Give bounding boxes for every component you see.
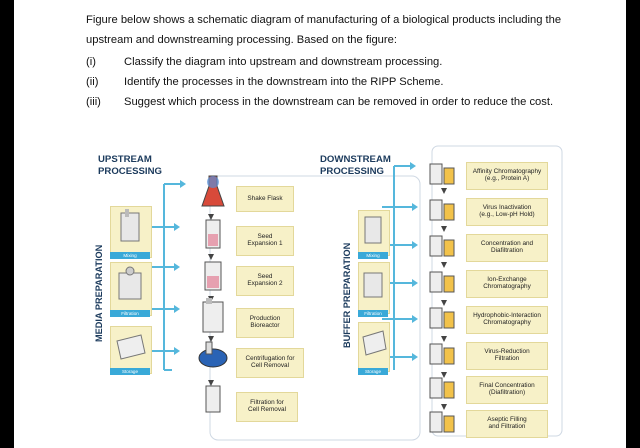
step-label-line1: Virus Inactivation xyxy=(482,204,532,211)
step-label-line2: Cell Removal xyxy=(247,406,286,413)
step-label-line2: (e.g., Protein A) xyxy=(484,175,530,182)
upstream-title-line1: UPSTREAM xyxy=(98,154,152,165)
step-label-line1: Filtration for xyxy=(250,399,284,406)
storage-bag-icon xyxy=(362,330,387,356)
step-label-line1: Hydrophobic-Interaction xyxy=(473,312,541,319)
downstream-title: DOWNSTREAM PROCESSING xyxy=(320,154,391,178)
upstream-mixing-panel xyxy=(110,206,152,258)
document-page: Figure below shows a schematic diagram o… xyxy=(14,0,626,448)
right-black-border xyxy=(626,0,640,448)
upstream-filtration-tag: Filtration xyxy=(110,310,150,317)
upstream-filtration-panel xyxy=(110,262,152,316)
downstream-equipment-icon xyxy=(426,268,460,298)
step-label-line1: Production xyxy=(249,315,281,322)
centrifuge-icon xyxy=(196,336,230,376)
question-intro: Figure below shows a schematic diagram o… xyxy=(86,14,562,46)
filtration-unit-icon xyxy=(363,272,383,298)
step-label-line1: Centrifugation for xyxy=(245,355,295,362)
buffer-preparation-label: BUFFER PREPARATION xyxy=(342,242,352,348)
step-label-line2: Bioreactor xyxy=(250,322,280,329)
media-preparation-label: MEDIA PREPARATION xyxy=(94,244,104,342)
left-black-border xyxy=(0,0,14,448)
step-label-line1: Seed xyxy=(257,273,273,280)
step-label-line2: Chromatography xyxy=(483,319,531,326)
step-label-line2: Cell Removal xyxy=(250,362,289,369)
step-label-line2: Expansion 2 xyxy=(247,280,283,287)
step-seed-expansion-2: Seed Expansion 2 xyxy=(236,266,294,296)
shake-flask-icon xyxy=(200,172,226,212)
step-label-line1: Final Concentration xyxy=(479,382,535,389)
mixing-tank-icon xyxy=(120,209,140,242)
question-number: (ii) xyxy=(86,76,99,88)
step-label-line1: Ion-Exchange xyxy=(487,276,527,283)
downstream-filtration-panel xyxy=(358,262,390,314)
step-label-line1: Virus-Reduction xyxy=(484,348,530,355)
downstream-storage-tag: Storage xyxy=(358,368,388,375)
step-label-line1: Aseptic Filling xyxy=(487,416,527,423)
step-centrifugation: Centrifugation for Cell Removal xyxy=(236,348,304,378)
step-label-line2: (Diafiltration) xyxy=(488,389,526,396)
step-label-line2: Filtration xyxy=(494,355,520,362)
mixing-tank-icon xyxy=(364,216,382,244)
downstream-equipment-icon xyxy=(426,304,460,334)
step-label-line1: Concentration and xyxy=(480,240,534,247)
step-label-line2: Expansion 1 xyxy=(247,240,283,247)
upstream-storage-tag: Storage xyxy=(110,368,150,375)
downstream-equipment-icon xyxy=(426,196,460,226)
upstream-storage-panel xyxy=(110,326,152,374)
step-label-line2: Chromatography xyxy=(483,283,531,290)
depth-filter-icon xyxy=(200,380,226,418)
downstream-mixing-panel xyxy=(358,210,390,256)
upstream-mixing-tag: Mixing xyxy=(110,252,150,259)
step-seed-expansion-1: Seed Expansion 1 xyxy=(236,226,294,256)
upstream-title-line2: PROCESSING xyxy=(98,166,162,177)
downstream-mixing-tag: Mixing xyxy=(358,252,388,259)
downstream-equipment-icon xyxy=(426,160,460,190)
downstream-equipment-icon xyxy=(426,408,460,438)
step-filtration-cell-removal: Filtration for Cell Removal xyxy=(236,392,298,422)
manufacturing-schematic: UPSTREAM PROCESSING MEDIA PREPARATION Mi… xyxy=(14,0,626,448)
downstream-step: Affinity Chromatography(e.g., Protein A) xyxy=(466,162,548,190)
downstream-step: Final Concentration(Diafiltration) xyxy=(466,376,548,404)
step-label-line2: (e.g., Low-pH Hold) xyxy=(479,211,535,218)
upstream-title: UPSTREAM PROCESSING xyxy=(98,154,162,178)
question-text: Identify the processes in the downstream… xyxy=(124,76,444,88)
step-label-line2: and Filtration xyxy=(488,423,526,430)
downstream-filtration-tag: Filtration xyxy=(358,310,388,317)
downstream-step: Virus Inactivation(e.g., Low-pH Hold) xyxy=(466,198,548,226)
step-label-line1: Affinity Chromatography xyxy=(472,168,542,175)
storage-bag-icon xyxy=(116,334,146,360)
filtration-unit-icon xyxy=(118,266,142,300)
step-production-bioreactor: Production Bioreactor xyxy=(236,308,294,338)
downstream-equipment-icon xyxy=(426,340,460,370)
question-text: Classify the diagram into upstream and d… xyxy=(124,56,443,68)
production-bioreactor-icon xyxy=(198,296,228,336)
seed-bioreactor-2-icon xyxy=(200,256,226,296)
question-text: Suggest which process in the downstream … xyxy=(124,96,554,108)
step-label-line1: Seed xyxy=(257,233,273,240)
downstream-title-line2: PROCESSING xyxy=(320,166,384,177)
seed-bioreactor-1-icon xyxy=(200,214,226,254)
question-number: (iii) xyxy=(86,96,101,108)
downstream-storage-panel xyxy=(358,322,390,372)
step-shake-flask: Shake Flask xyxy=(236,186,294,212)
downstream-equipment-icon xyxy=(426,374,460,404)
step-label-line2: Diafiltration xyxy=(491,247,523,254)
question-number: (i) xyxy=(86,56,96,68)
step-label-line1: Shake Flask xyxy=(247,195,283,202)
downstream-equipment-icon xyxy=(426,232,460,262)
downstream-title-line1: DOWNSTREAM xyxy=(320,154,391,165)
